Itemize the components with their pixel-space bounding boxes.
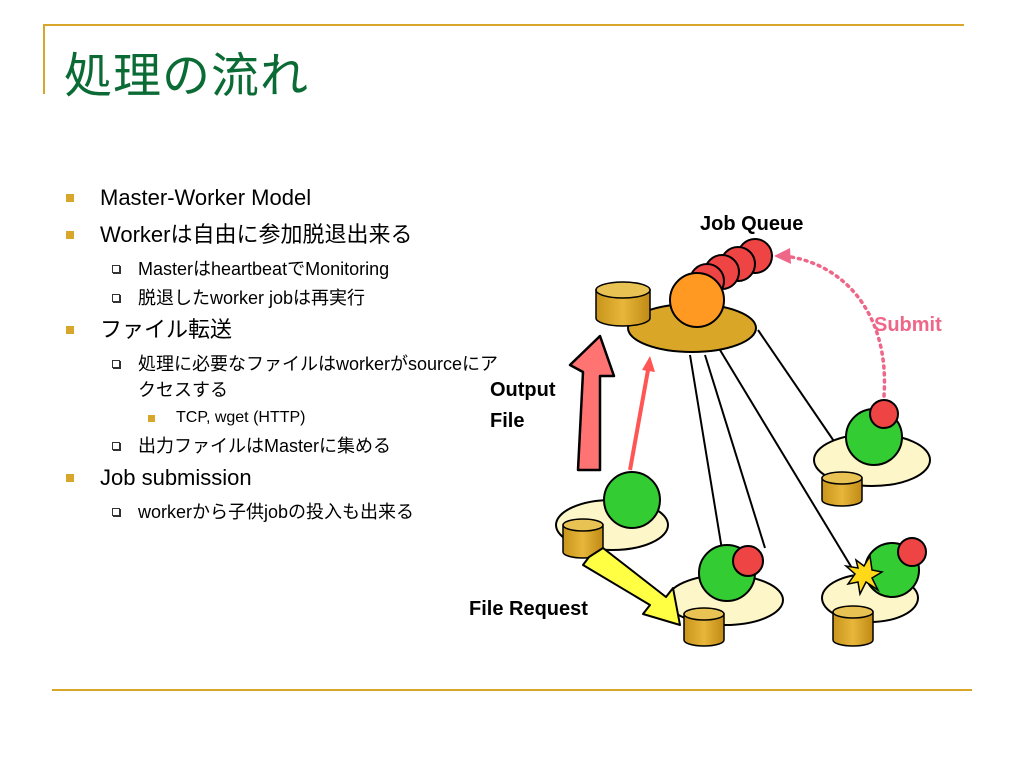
bullet-item: 出力ファイルはMasterに集める [60, 433, 500, 459]
bullet-text: 出力ファイルはMasterに集める [138, 436, 392, 456]
bullet-item: TCP, wget (HTTP) [60, 406, 500, 430]
connection-lines [689, 329, 859, 579]
bullet-item: MasterはheartbeatでMonitoring [60, 256, 500, 282]
square-bullet-icon [148, 415, 155, 422]
square-bullet-icon [66, 231, 74, 239]
hollow-square-bullet-icon [112, 508, 120, 516]
output-file-arrow [568, 334, 616, 472]
master-ball [669, 272, 725, 328]
output-label: Output [490, 379, 556, 401]
bullet-item: Workerは自由に参加脱退出来る [60, 219, 500, 250]
left-rule [43, 24, 45, 94]
hollow-square-bullet-icon [112, 442, 120, 450]
bullet-text: MasterはheartbeatでMonitoring [138, 259, 390, 279]
bullet-list: Master-Worker Model Workerは自由に参加脱退出来る Ma… [60, 182, 500, 528]
worker-node-right [813, 399, 931, 507]
submit-label: Submit [874, 314, 942, 336]
bullet-item: 脱退したworker jobは再実行 [60, 285, 500, 311]
submit-arrow [774, 248, 887, 398]
hollow-square-bullet-icon [112, 294, 120, 302]
worker-node-left [555, 471, 669, 559]
worker-node-failed [821, 537, 927, 647]
bullet-text: 処理に必要なファイルはworkerがsourceにアクセスする [138, 354, 499, 400]
bullet-text: TCP, wget (HTTP) [176, 409, 306, 426]
bullet-item: 処理に必要なファイルはworkerがsourceにアクセスする [60, 351, 500, 403]
slide-title: 処理の流れ [64, 48, 310, 104]
bullet-item: workerから子供jobの投入も出来る [60, 499, 500, 525]
bullet-item: Master-Worker Model [60, 182, 500, 213]
bullet-item: ファイル転送 [60, 314, 500, 345]
output-transfer-arrow [628, 356, 655, 471]
bullet-text: Master-Worker Model [100, 185, 312, 210]
bullet-text: ファイル転送 [100, 317, 233, 342]
hollow-square-bullet-icon [112, 360, 120, 368]
top-rule [43, 24, 964, 26]
file-request-arrow [582, 547, 681, 626]
bullet-text: workerから子供jobの投入も出来る [138, 502, 415, 522]
job-queue-label: Job Queue [700, 213, 803, 235]
file-label: File [490, 410, 524, 432]
square-bullet-icon [66, 194, 74, 202]
bottom-rule [52, 689, 972, 691]
bullet-text: 脱退したworker jobは再実行 [138, 288, 366, 308]
worker-node-center [666, 544, 784, 647]
failure-burst-icon [843, 553, 885, 597]
square-bullet-icon [66, 326, 74, 334]
file-request-label: File Request [469, 598, 588, 620]
master-worker-diagram: Job Queue Submit Output File File Reques… [469, 213, 942, 647]
bullet-item: Job submission [60, 462, 500, 493]
hollow-square-bullet-icon [112, 265, 120, 273]
bullet-text: Job submission [100, 465, 252, 490]
bullet-text: Workerは自由に参加脱退出来る [100, 222, 413, 247]
master-database-icon [595, 281, 651, 327]
square-bullet-icon [66, 474, 74, 482]
